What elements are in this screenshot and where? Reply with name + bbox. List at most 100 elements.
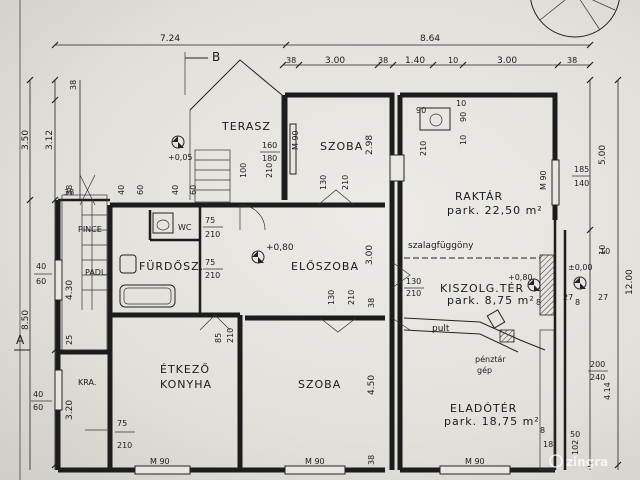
terasz-160: 160 — [262, 141, 277, 150]
dim-b8: 8 — [540, 426, 545, 435]
fd-210: 210 — [205, 271, 220, 280]
dim-k130: 130 — [406, 277, 421, 286]
bathroom: WC FÜRDŐSZ. 75 210 75 210 — [119, 212, 223, 308]
dim-60b: 60 — [189, 185, 198, 195]
left-dimensions: 3.50 3.12 38 8.50 38 4.30 25 3.20 A 40 6… — [14, 76, 81, 470]
dimension-notes: 100 210 130 210 40 60 40 60 3.00 130 210… — [115, 99, 610, 466]
room-pince: PINCE — [78, 225, 102, 234]
watermark-text: zingra — [566, 455, 608, 469]
dim-top2-6: 38 — [567, 56, 577, 65]
dim-e300: 3.00 — [365, 245, 375, 265]
dim-s450: 4.50 — [367, 375, 377, 395]
door-100: 100 — [239, 163, 248, 178]
door-130a: 130 — [319, 175, 328, 190]
dim-p200: 200 — [590, 360, 605, 369]
dim-60a: 60 — [136, 185, 145, 195]
dim-40a: 40 — [117, 185, 126, 195]
room-kiszolg-area: park. 8,75 m² — [447, 294, 535, 307]
szoba-m90: M 90 — [291, 130, 300, 150]
level-000: ±0,00 — [568, 263, 593, 272]
room-eloszoba: ELŐSZOBA — [291, 259, 359, 273]
dim-top2-1: 3.00 — [325, 56, 345, 66]
stair-38: 38 — [64, 188, 74, 197]
dim-r140: 140 — [574, 179, 589, 188]
dim-left-38a: 38 — [69, 80, 78, 90]
room-furdosz: FÜRDŐSZ. — [139, 259, 204, 273]
dim-left-40b: 40 — [33, 390, 43, 399]
dim-top2-0: 38 — [286, 56, 296, 65]
dim-right-1200: 12.00 — [625, 269, 635, 295]
room-etkezo: ÉTKEZŐ — [160, 362, 210, 376]
room-elado-area: park. 18,75 m² — [444, 415, 540, 428]
dim-m90c: M 90 — [465, 457, 485, 466]
dim-wc90a: 90 — [416, 106, 426, 115]
room-terasz: TERASZ — [221, 120, 271, 133]
room-szoba-top: SZOBA — [320, 140, 363, 153]
dim-r8a: 8 — [536, 298, 541, 307]
dim-r27b: 27 — [598, 293, 608, 302]
dim-rm90: M 90 — [539, 170, 548, 190]
wc-210: 210 — [205, 230, 220, 239]
dim-b102: 102 — [571, 440, 580, 455]
dim-left-350: 3.50 — [21, 130, 31, 150]
dim-left-38b: 38 — [65, 185, 74, 195]
dim-b75: 75 — [117, 419, 127, 428]
label-pult: pult — [432, 324, 450, 334]
terrace-area: TERASZ 160 180 +0,05 — [168, 59, 283, 203]
label-szalagfuggony: szalagfüggöny — [408, 241, 474, 251]
dim-wc210b: 210 — [419, 141, 428, 156]
dim-p240: 240 — [590, 373, 605, 382]
dim-e210b: 210 — [226, 328, 235, 343]
dim-r27a: 27 — [563, 293, 573, 302]
label-penztar-gep: gép — [477, 365, 492, 375]
dim-r10b: 10 — [600, 247, 610, 256]
dim-b50: 50 — [570, 430, 580, 439]
dim-r185: 185 — [574, 165, 589, 174]
level-005: +0,05 — [168, 153, 193, 162]
dim-left-430: 4.30 — [65, 280, 75, 300]
wc-75: 75 — [205, 216, 215, 225]
dim-e210: 210 — [347, 290, 356, 305]
room-raktar: RAKTÁR — [455, 190, 503, 203]
dim-k38: 38 — [367, 298, 376, 308]
dim-m90b: M 90 — [305, 457, 325, 466]
windows — [54, 123, 560, 475]
szoba-298: 2.98 — [365, 135, 375, 155]
dim-left-40a: 40 — [36, 262, 46, 271]
compass-rose — [530, 0, 620, 38]
dim-r8b: 8 — [575, 298, 580, 307]
room-raktar-area: park. 22,50 m² — [447, 204, 543, 217]
level-080b: +0,80 — [508, 273, 533, 282]
dim-e85: 85 — [214, 333, 223, 343]
dim-e130: 130 — [327, 290, 336, 305]
dim-40b: 40 — [171, 185, 180, 195]
dim-m90a: M 90 — [150, 457, 170, 466]
dim-left-25: 25 — [65, 335, 74, 345]
dim-top-left: 7.24 — [160, 34, 180, 44]
dim-top2-2: 38 — [378, 56, 388, 65]
dim-b210: 210 — [117, 441, 132, 450]
room-labels: SZOBA M 90 2.98 RAKTÁR park. 22,50 m² EL… — [78, 130, 543, 428]
dim-top2-4: 10 — [448, 56, 458, 65]
dim-s38: 38 — [367, 455, 376, 465]
dim-right-500: 5.00 — [598, 145, 608, 165]
room-konyha: KONYHA — [160, 378, 212, 391]
dim-left-60a: 60 — [36, 277, 46, 286]
fd-75: 75 — [205, 258, 215, 267]
basement-stairs: PINCE PADL. 38 — [61, 174, 108, 351]
room-kiszolg: KISZOLG.TÉR — [440, 282, 524, 295]
door-210b: 210 — [341, 175, 350, 190]
section-marker-a: A — [16, 333, 25, 347]
label-penztar: pénztár — [475, 354, 506, 364]
right-dimensions: 5.00 12.00 10 4.14 — [586, 76, 635, 470]
dim-wc10: 10 — [456, 99, 466, 108]
dim-left-312: 3.12 — [45, 130, 55, 150]
section-marker-b: B — [212, 50, 220, 64]
dim-top2-3: 1.40 — [405, 56, 425, 66]
dim-left-850: 8.50 — [21, 310, 31, 330]
terasz-180: 180 — [262, 154, 277, 163]
dim-left-320: 3.20 — [65, 400, 75, 420]
dim-wc90b: 90 — [459, 112, 468, 122]
room-elado: ELADÓTÉR — [450, 402, 517, 415]
